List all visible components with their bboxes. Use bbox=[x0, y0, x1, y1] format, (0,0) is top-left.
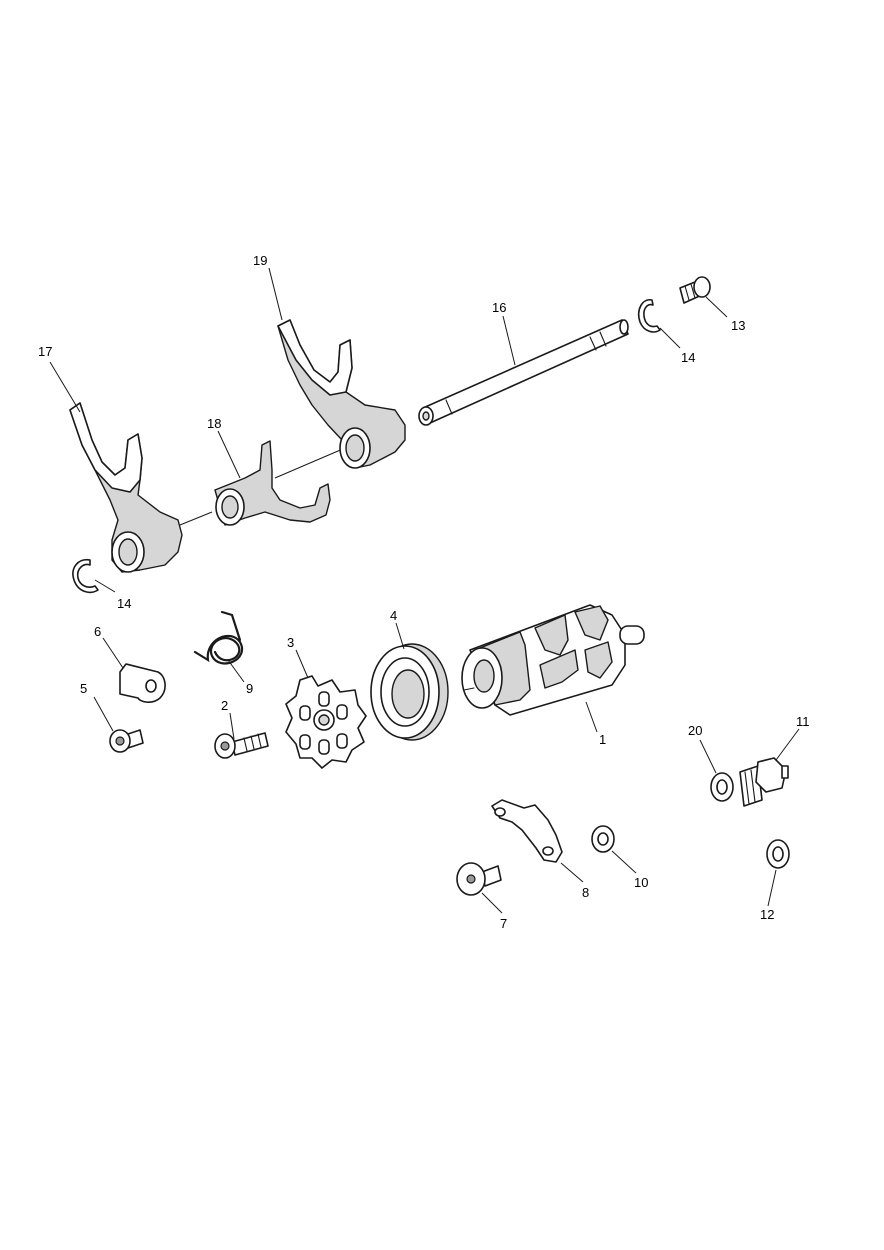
callout-6: 6 bbox=[94, 624, 101, 639]
part-14-circlip-left[interactable] bbox=[72, 558, 99, 594]
callout-17: 17 bbox=[38, 344, 52, 359]
callout-8: 8 bbox=[582, 885, 589, 900]
part-6-locating-plate[interactable] bbox=[119, 663, 166, 703]
callout-14-left: 14 bbox=[117, 596, 131, 611]
callout-19: 19 bbox=[253, 253, 267, 268]
callout-1: 1 bbox=[599, 732, 606, 747]
part-13-screw[interactable] bbox=[679, 276, 711, 304]
callout-11: 11 bbox=[796, 714, 810, 729]
part-5-bolt[interactable] bbox=[109, 729, 144, 753]
callout-2: 2 bbox=[221, 698, 228, 713]
callout-labels: 17 19 18 16 13 14 14 6 5 9 2 3 4 1 20 11… bbox=[38, 253, 810, 931]
callout-13: 13 bbox=[731, 318, 745, 333]
part-8-selector-arm[interactable] bbox=[491, 799, 563, 863]
part-14-circlip-right[interactable] bbox=[637, 299, 661, 333]
part-19-selector-fork[interactable] bbox=[277, 319, 406, 469]
callout-18: 18 bbox=[207, 416, 221, 431]
fork-axis-line bbox=[179, 447, 346, 526]
callout-20: 20 bbox=[688, 723, 702, 738]
callout-5: 5 bbox=[80, 681, 87, 696]
callout-9: 9 bbox=[246, 681, 253, 696]
part-4-bearing[interactable] bbox=[370, 643, 449, 741]
part-7-bolt[interactable] bbox=[456, 862, 502, 896]
callout-14-right: 14 bbox=[681, 350, 695, 365]
callout-3: 3 bbox=[287, 635, 294, 650]
part-11-plug[interactable] bbox=[739, 757, 789, 807]
part-16-fork-shaft[interactable] bbox=[418, 319, 629, 426]
part-18-selector-fork[interactable] bbox=[214, 440, 331, 526]
callout-10: 10 bbox=[634, 875, 648, 890]
part-3-detent-wheel[interactable] bbox=[285, 675, 367, 769]
callout-16: 16 bbox=[492, 300, 506, 315]
part-17-selector-fork[interactable] bbox=[69, 402, 183, 573]
part-2-bolt[interactable] bbox=[214, 732, 269, 759]
leader-lines bbox=[49, 267, 800, 914]
part-20-washer[interactable] bbox=[710, 772, 734, 802]
part-1-selector-drum[interactable] bbox=[461, 604, 645, 716]
callout-4: 4 bbox=[390, 608, 397, 623]
callout-12: 12 bbox=[760, 907, 774, 922]
callout-7: 7 bbox=[500, 916, 507, 931]
part-12-washer[interactable] bbox=[766, 839, 790, 869]
part-10-washer[interactable] bbox=[591, 825, 615, 853]
part-9-spring[interactable] bbox=[193, 610, 244, 665]
